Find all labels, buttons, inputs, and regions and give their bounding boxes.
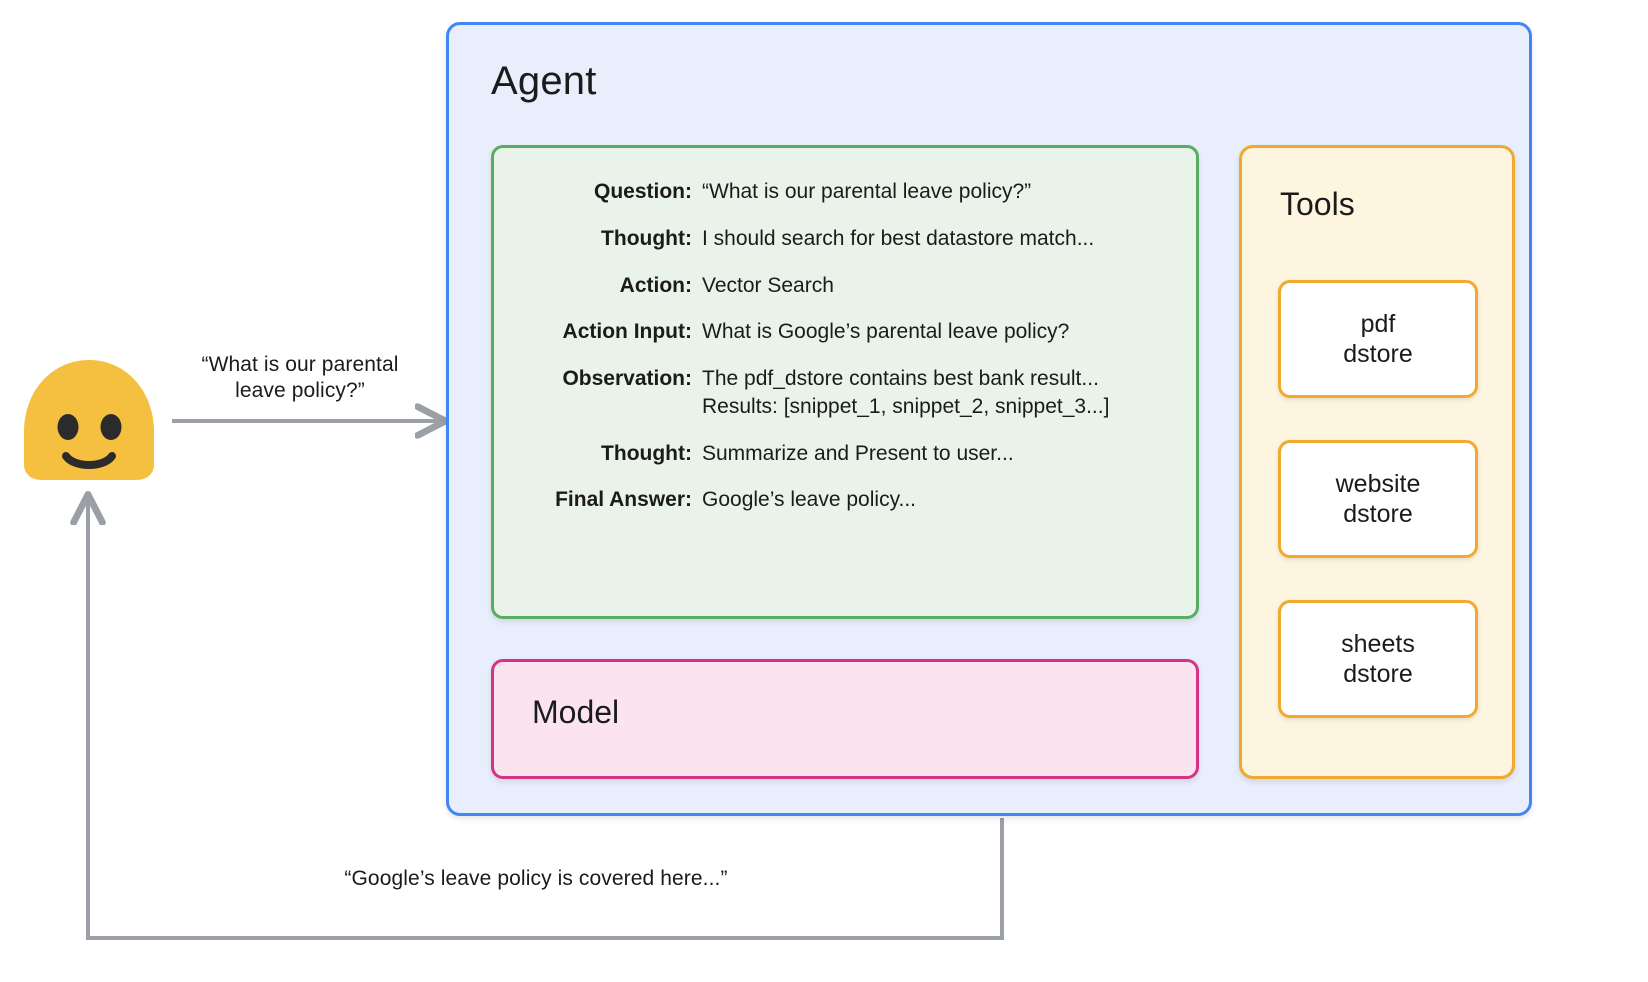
react-trace-panel: Question: “What is our parental leave pol… [491, 145, 1199, 619]
trace-row-label: Final Answer: [555, 488, 692, 512]
smiley-user-avatar [24, 360, 154, 480]
tool-card-label: pdf dstore [1343, 310, 1413, 368]
tool-card-website-dstore[interactable]: website dstore [1278, 440, 1478, 558]
trace-row-value: Summarize and Present to user... [702, 441, 1014, 465]
trace-row-value: What is Google’s parental leave policy? [702, 320, 1070, 344]
trace-row-value: Google’s leave policy... [702, 488, 917, 512]
trace-row-label: Thought: [601, 441, 692, 465]
trace-row-spacer [494, 205, 1196, 227]
tool-card-pdf-dstore[interactable]: pdf dstore [1278, 280, 1478, 398]
tool-card-sheets-dstore[interactable]: sheets dstore [1278, 600, 1478, 718]
tools-title: Tools [1280, 186, 1355, 222]
trace-row-spacer [494, 252, 1196, 274]
trace-row-label: Observation: [562, 367, 692, 391]
trace-row-spacer [494, 420, 1196, 442]
trace-row: Question: “What is our parental leave pol… [494, 180, 1196, 205]
tool-card-label: sheets dstore [1341, 630, 1415, 688]
trace-row: Observation: The pdf_dstore contains best… [494, 367, 1196, 420]
tools-panel: Tools pdf dstore website dstore sheets d… [1239, 145, 1515, 779]
trace-row-value: “What is our parental leave policy?” [702, 180, 1032, 203]
trace-row-label: Thought: [601, 226, 692, 250]
trace-row-label: Action: [619, 273, 692, 297]
agent-container: Agent Question: “What is our parental lea… [446, 22, 1532, 816]
trace-row-label: Question: [594, 180, 692, 203]
model-panel: Model [491, 659, 1199, 779]
avatar-smile [62, 452, 116, 469]
avatar-right-eye [100, 414, 122, 440]
trace-row-label: Action Input: [562, 320, 692, 344]
model-title: Model [532, 694, 620, 730]
trace-row: Action Input: What is Google’s parental l… [494, 320, 1196, 345]
trace-row-spacer [494, 345, 1196, 367]
trace-row-spacer [494, 298, 1196, 320]
avatar-head-shape [24, 360, 154, 480]
agent-title: Agent [491, 59, 597, 103]
trace-row-value: The pdf_dstore contains best bank result… [702, 367, 1196, 420]
trace-row: Final Answer: Google’s leave policy... [494, 488, 1196, 513]
trace-row: Thought: Summarize and Present to user... [494, 442, 1196, 467]
trace-row: Thought: I should search for best datasto… [494, 227, 1196, 252]
trace-row-value: I should search for best datastore match… [702, 226, 1095, 250]
trace-row-value: Vector Search [702, 273, 834, 297]
trace-row-spacer [494, 466, 1196, 488]
trace-row-subvalue: Results: [snippet_1, snippet_2, snippet_… [702, 394, 1110, 418]
tool-card-label: website dstore [1335, 470, 1421, 528]
avatar-left-eye [57, 414, 79, 440]
trace-row: Action: Vector Search [494, 274, 1196, 299]
agent-answer-caption: “Google’s leave policy is covered here..… [344, 867, 728, 890]
react-trace-table: Question: “What is our parental leave pol… [494, 180, 1196, 513]
